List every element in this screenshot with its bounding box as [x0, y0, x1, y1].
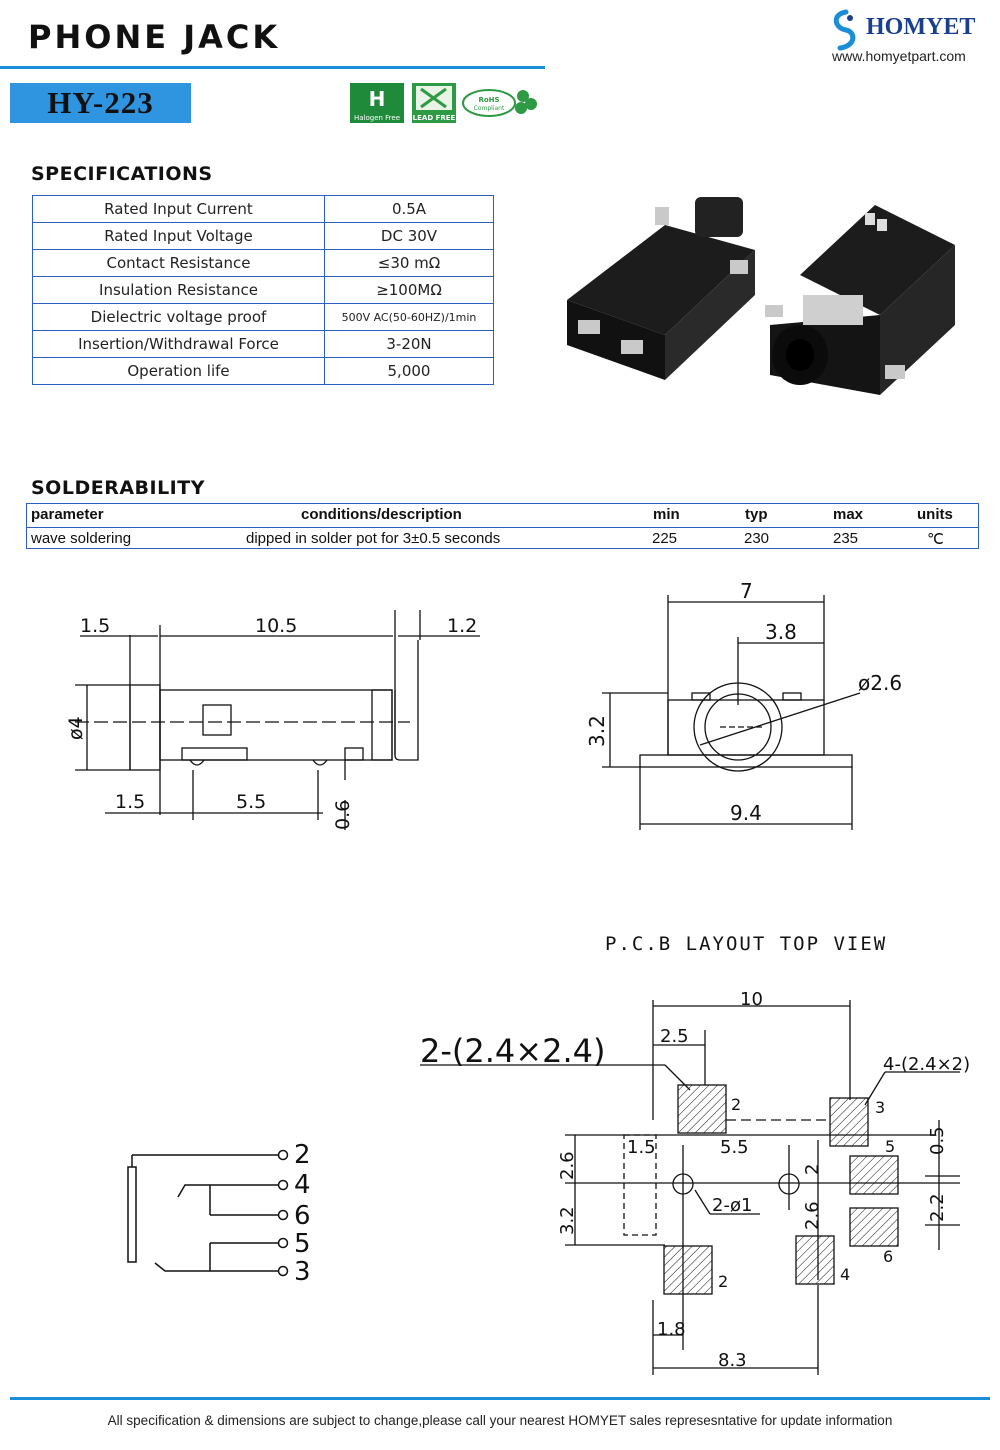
svg-text:4-(2.4×2): 4-(2.4×2): [883, 1054, 970, 1075]
svg-text:9.4: 9.4: [730, 801, 762, 825]
page-title: PHONE JACK: [28, 18, 281, 56]
rohs-icon: RoHS Compliant: [462, 89, 537, 117]
svg-text:5: 5: [885, 1137, 895, 1156]
jack-left: [567, 197, 755, 380]
svg-text:5.5: 5.5: [720, 1137, 749, 1158]
column-header: conditions/description: [301, 506, 462, 523]
svg-text:8.3: 8.3: [718, 1350, 747, 1371]
svg-text:1.5: 1.5: [115, 791, 145, 813]
specifications-title: SPECIFICATIONS: [31, 163, 213, 185]
schematic-drawing: 2 4 6 5 3: [120, 1135, 330, 1287]
svg-text:2: 2: [294, 1140, 311, 1170]
table-row: Contact Resistance≤30 mΩ: [32, 249, 494, 277]
svg-text:3: 3: [875, 1098, 885, 1117]
front-view-drawing: 7 3.8 ø2.6 3.2 9.4: [580, 575, 940, 835]
svg-text:1.5: 1.5: [80, 615, 110, 637]
product-photo: [555, 185, 975, 400]
pcb-layout-title: P.C.B LAYOUT TOP VIEW: [605, 933, 888, 955]
svg-text:LEAD FREE: LEAD FREE: [413, 114, 456, 122]
svg-text:2.5: 2.5: [660, 1026, 689, 1047]
halogen-free-icon: H Halogen Free: [350, 83, 404, 123]
svg-text:RoHS: RoHS: [478, 96, 499, 104]
svg-text:3.8: 3.8: [765, 620, 797, 644]
table-cell: 230: [744, 530, 770, 547]
svg-text:6: 6: [883, 1247, 893, 1266]
table-cell: dipped in solder pot for 3±0.5 seconds: [246, 530, 501, 547]
jack-right: [765, 205, 955, 395]
svg-text:3.2: 3.2: [557, 1206, 578, 1235]
svg-text:Halogen Free: Halogen Free: [354, 114, 400, 122]
svg-text:2.6: 2.6: [557, 1151, 578, 1180]
svg-text:H: H: [369, 87, 386, 111]
brand-url[interactable]: www.homyetpart.com: [832, 48, 966, 64]
svg-text:ø2.6: ø2.6: [858, 671, 902, 695]
certification-badges: H Halogen Free LEAD FREE RoHS Compliant: [349, 82, 539, 126]
svg-text:2.2: 2.2: [927, 1193, 948, 1222]
table-cell: 225: [652, 530, 678, 547]
svg-text:3.2: 3.2: [585, 715, 609, 747]
pcb-layout-drawing: 10 2.5 2-(2.4×2.4) 4-(2.4×2) 1.5 5.5 2.6…: [415, 980, 975, 1380]
column-header: units: [917, 506, 953, 523]
svg-text:2: 2: [802, 1164, 823, 1175]
svg-text:2: 2: [731, 1095, 741, 1114]
svg-text:1.2: 1.2: [447, 615, 477, 637]
svg-text:10.5: 10.5: [255, 615, 297, 637]
svg-text:2.6: 2.6: [802, 1201, 823, 1230]
svg-text:7: 7: [740, 579, 753, 603]
svg-text:4: 4: [840, 1265, 850, 1284]
svg-text:4: 4: [294, 1170, 311, 1200]
svg-text:10: 10: [740, 989, 763, 1010]
svg-text:0.5: 0.5: [927, 1126, 948, 1155]
svg-text:ø4: ø4: [65, 716, 87, 740]
column-header: parameter: [31, 506, 104, 523]
brand-logo: HOMYET www.homyetpart.com: [826, 8, 986, 68]
title-underline: [0, 66, 545, 69]
table-cell: wave soldering: [31, 530, 132, 547]
svg-text:3: 3: [294, 1257, 311, 1285]
svg-text:5: 5: [294, 1229, 311, 1259]
solderability-title: SOLDERABILITY: [31, 477, 205, 499]
table-cell: ℃: [927, 531, 944, 548]
svg-text:6: 6: [294, 1201, 311, 1231]
footer-note: All specification & dimensions are subje…: [107, 1413, 893, 1428]
svg-text:5.5: 5.5: [236, 791, 266, 813]
lead-free-icon: LEAD FREE: [412, 83, 456, 123]
svg-text:0.6: 0.6: [332, 800, 354, 830]
svg-text:1.5: 1.5: [627, 1137, 656, 1158]
svg-text:1.8: 1.8: [657, 1319, 686, 1340]
footer-divider: [10, 1397, 990, 1400]
column-header: typ: [745, 506, 768, 523]
svg-text:2-ø1: 2-ø1: [712, 1195, 752, 1216]
table-cell: 235: [833, 530, 859, 547]
svg-text:2-(2.4×2.4): 2-(2.4×2.4): [420, 1032, 605, 1070]
table-row: Insulation Resistance≥100MΩ: [32, 276, 494, 304]
svg-text:2: 2: [718, 1272, 728, 1291]
column-header: min: [653, 506, 680, 523]
side-view-drawing: 1.5 10.5 1.2 ø4 1.5 5.5 0.6: [60, 600, 500, 840]
svg-text:Compliant: Compliant: [474, 105, 505, 112]
solderability-table: parameter conditions/description min typ…: [26, 503, 979, 549]
model-badge: HY-223: [10, 83, 191, 123]
brand-mark-icon: [833, 9, 856, 51]
column-header: max: [833, 506, 864, 523]
brand-name: HOMYET: [866, 14, 976, 40]
